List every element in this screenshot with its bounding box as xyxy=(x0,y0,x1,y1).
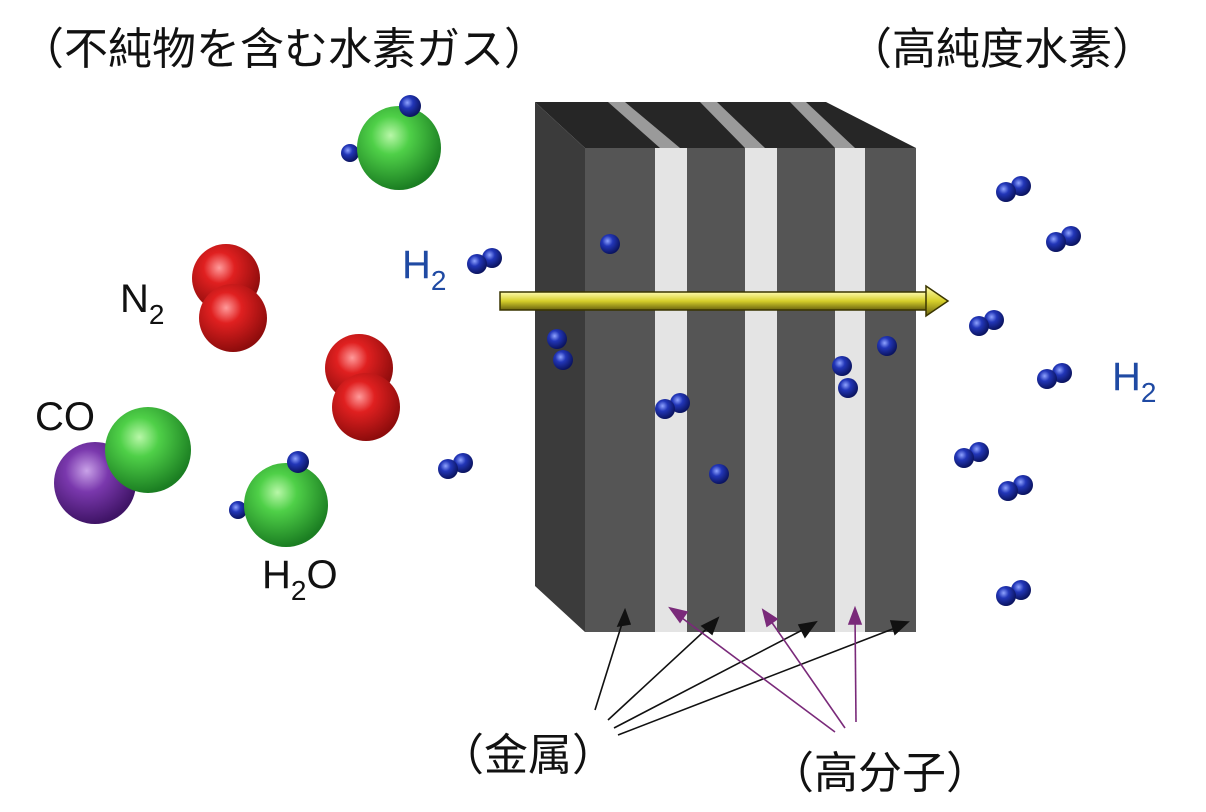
n2-molecule-left xyxy=(192,244,267,352)
membrane-stack xyxy=(535,102,916,632)
polymer-label: （高分子） xyxy=(770,748,990,799)
co-molecule xyxy=(54,407,191,524)
polymer-layer xyxy=(655,148,687,632)
metal-label: （金属） xyxy=(440,730,616,781)
co-label: CO xyxy=(35,395,95,439)
h2-label-output: H2 xyxy=(1112,355,1156,408)
flow-arrow xyxy=(499,284,950,318)
h2-label-input: H2 xyxy=(402,243,446,296)
pure-hydrogen-label: （高純度水素） xyxy=(848,24,1156,75)
metal-layer xyxy=(865,148,916,632)
h2o-label: H2O xyxy=(262,553,338,606)
metal-layer xyxy=(777,148,835,632)
n2-label: N2 xyxy=(120,277,164,330)
polymer-layer xyxy=(745,148,777,632)
polymer-pointers xyxy=(668,605,863,733)
h2o-molecule-top xyxy=(341,95,441,190)
n2-molecule-center xyxy=(325,334,400,441)
h2o-molecule-bottom xyxy=(229,451,328,547)
hydrogen-molecules xyxy=(438,176,1081,606)
impure-gas-label: （不純物を含む水素ガス） xyxy=(20,24,548,75)
metal-layer xyxy=(687,148,745,632)
metal-layer xyxy=(585,148,655,632)
